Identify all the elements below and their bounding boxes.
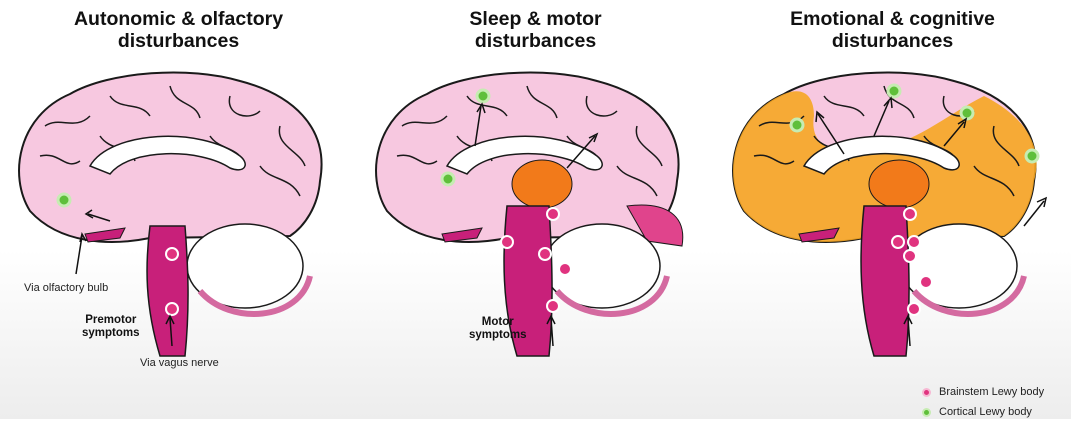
brainstem-lewy-body	[166, 248, 178, 260]
brain-illustration	[0, 56, 357, 376]
brainstem-lewy-body	[539, 248, 551, 260]
cerebellum	[187, 224, 310, 314]
brainstem-lewy-body	[559, 263, 571, 275]
brainstem-lewy-body	[547, 300, 559, 312]
cortical-lewy-body-icon	[922, 408, 931, 417]
brainstem-lewy-body	[501, 236, 513, 248]
midbrain-region	[869, 160, 929, 208]
brainstem-lewy-body	[892, 236, 904, 248]
panel-autonomic-olfactory: Autonomic & olfactory disturbances Via o…	[0, 0, 357, 419]
brain-illustration	[357, 56, 714, 376]
midbrain-region	[512, 160, 572, 208]
panel-emotional-cognitive: Emotional & cognitive disturbances	[714, 0, 1071, 419]
cerebrum	[19, 72, 322, 241]
cortical-lewy-body	[58, 194, 70, 206]
brainstem-lewy-body	[547, 208, 559, 220]
legend-item-cortical: Cortical Lewy body	[922, 402, 1044, 422]
cerebellum	[901, 224, 1024, 314]
brainstem-lewy-body	[904, 250, 916, 262]
brainstem-lewy-body	[904, 208, 916, 220]
brainstem-lewy-body	[166, 303, 178, 315]
brainstem	[861, 206, 909, 356]
legend: Brainstem Lewy body Cortical Lewy body	[922, 382, 1044, 422]
cortical-lewy-body	[961, 107, 973, 119]
cortical-lewy-body	[791, 119, 803, 131]
olfactory-label: Via olfactory bulb	[24, 282, 108, 294]
brainstem-lewy-body-icon	[922, 388, 931, 397]
cortical-lewy-body	[888, 85, 900, 97]
motor-label: Motor symptoms	[469, 316, 527, 342]
cortical-lewy-body	[477, 90, 489, 102]
brainstem-lewy-body	[920, 276, 932, 288]
vagus-label: Via vagus nerve	[140, 357, 219, 369]
panel-title: Emotional & cognitive disturbances	[714, 8, 1071, 52]
cortical-lewy-body	[1026, 150, 1038, 162]
cortical-lewy-body	[442, 173, 454, 185]
brain-illustration	[714, 56, 1071, 376]
premotor-label: Premotor symptoms	[82, 314, 140, 340]
panel-title: Autonomic & olfactory disturbances	[0, 8, 357, 52]
panel-sleep-motor: Sleep & motor disturbances Motor symp	[357, 0, 714, 419]
brainstem	[147, 226, 188, 356]
panel-title: Sleep & motor disturbances	[357, 8, 714, 52]
brainstem-lewy-body	[908, 303, 920, 315]
brainstem-lewy-body	[908, 236, 920, 248]
legend-item-brainstem: Brainstem Lewy body	[922, 382, 1044, 402]
